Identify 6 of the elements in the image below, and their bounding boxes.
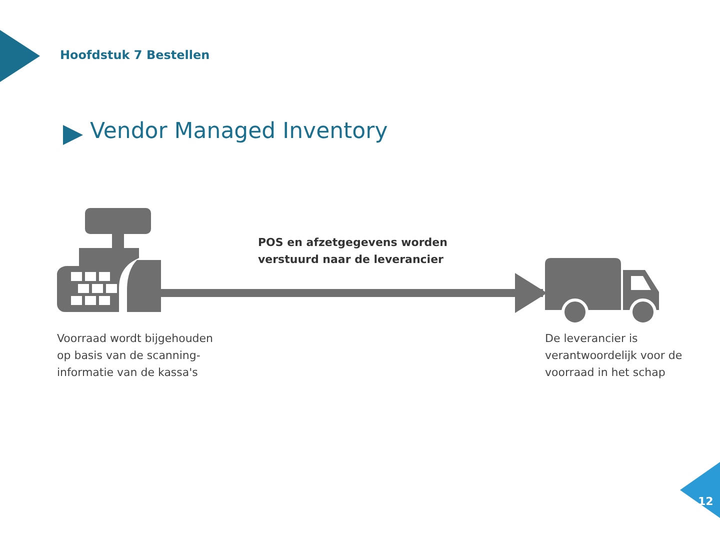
arrow: [161, 273, 547, 313]
node-label: De leverancier is verantwoordelijk voor de voorraad in het schap: [545, 331, 684, 381]
node-label: Voorraad wordt bijgehouden op basis van de scanning-informatie van de kassa's: [57, 331, 214, 381]
slide-title: Vendor Managed Inventory: [90, 119, 388, 144]
page-number: 12: [698, 495, 714, 508]
chapter-heading: Hoofdstuk 7 Bestellen: [60, 48, 210, 62]
